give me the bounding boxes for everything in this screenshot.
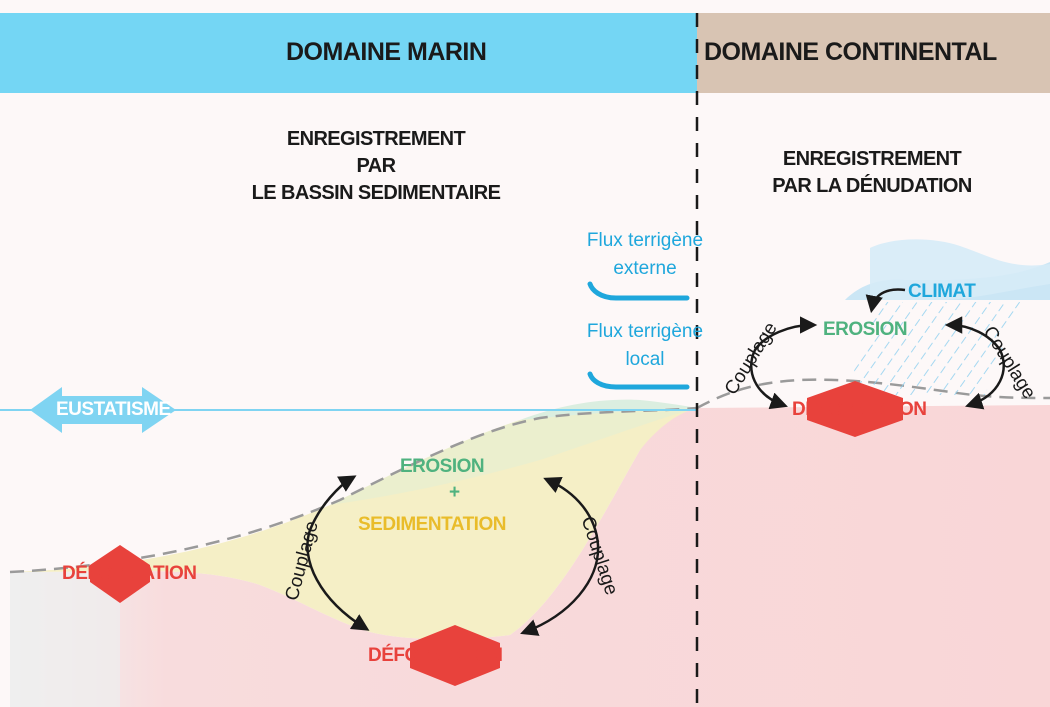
couplage-arrow-continental-right	[944, 316, 1005, 410]
flux-externe-line-1: Flux terrigène	[586, 230, 704, 251]
cloud-top	[870, 239, 1050, 300]
marin-recording-label: ENREGISTREMENT PAR LE BASSIN SEDIMENTAIR…	[226, 126, 526, 207]
couplage-arrow-continental-left	[750, 316, 818, 410]
plus-sign: +	[449, 482, 460, 503]
climat-label: CLIMAT	[908, 281, 976, 302]
continental-recording-line-2: PAR LA DÉNUDATION	[772, 175, 972, 197]
continental-recording-label: ENREGISTREMENT PAR LA DÉNUDATION	[737, 146, 1007, 200]
continental-header: DOMAINE CONTINENTAL	[704, 38, 997, 66]
couplage-arrow-right	[520, 476, 600, 636]
flux-local-label: Flux terrigène local	[555, 318, 735, 374]
continental-header-band	[697, 13, 1050, 93]
flux-local-arrow	[587, 371, 690, 390]
deformation-bottom-label: DÉFORMATION	[368, 645, 503, 666]
basement	[10, 405, 1050, 707]
marin-recording-line-2: PAR	[356, 155, 397, 177]
marin-recording-line-3: LE BASSIN SEDIMENTAIRE	[251, 182, 501, 204]
continental-recording-line-1: ENREGISTREMENT	[782, 148, 962, 170]
deformation-left-arrow	[90, 545, 150, 603]
eustatisme-label: EUSTATISME	[56, 399, 171, 420]
couplage-arrow-left	[306, 475, 370, 631]
flux-local-line-1: Flux terrigène	[586, 321, 704, 342]
flux-local-line-2: local	[625, 349, 665, 370]
deformation-continental-label: DÉFORMATION	[792, 399, 927, 420]
sediment-dashed-profile	[9, 406, 698, 574]
climat-arrow	[865, 288, 906, 314]
flux-externe-arrow	[587, 281, 690, 301]
deformation-left-label: DÉFORMATION	[62, 563, 197, 584]
deformation-continental-arrow	[807, 381, 903, 437]
marin-header: DOMAINE MARIN	[286, 38, 487, 66]
sedimentation-label: SEDIMENTATION	[358, 514, 506, 535]
erosion-continental-label: EROSION	[823, 319, 908, 340]
flux-externe-label: Flux terrigène externe	[555, 227, 735, 283]
deformation-bottom-arrow	[410, 625, 500, 686]
marin-recording-line-1: ENREGISTREMENT	[286, 128, 466, 150]
flux-externe-line-2: externe	[613, 258, 677, 279]
basement-gray-edge	[10, 572, 120, 707]
eustatisme-arrow	[30, 387, 176, 433]
sediment-green-layer	[330, 408, 697, 505]
marin-header-band	[0, 13, 697, 93]
erosion-marin-label: EROSION	[400, 456, 485, 477]
